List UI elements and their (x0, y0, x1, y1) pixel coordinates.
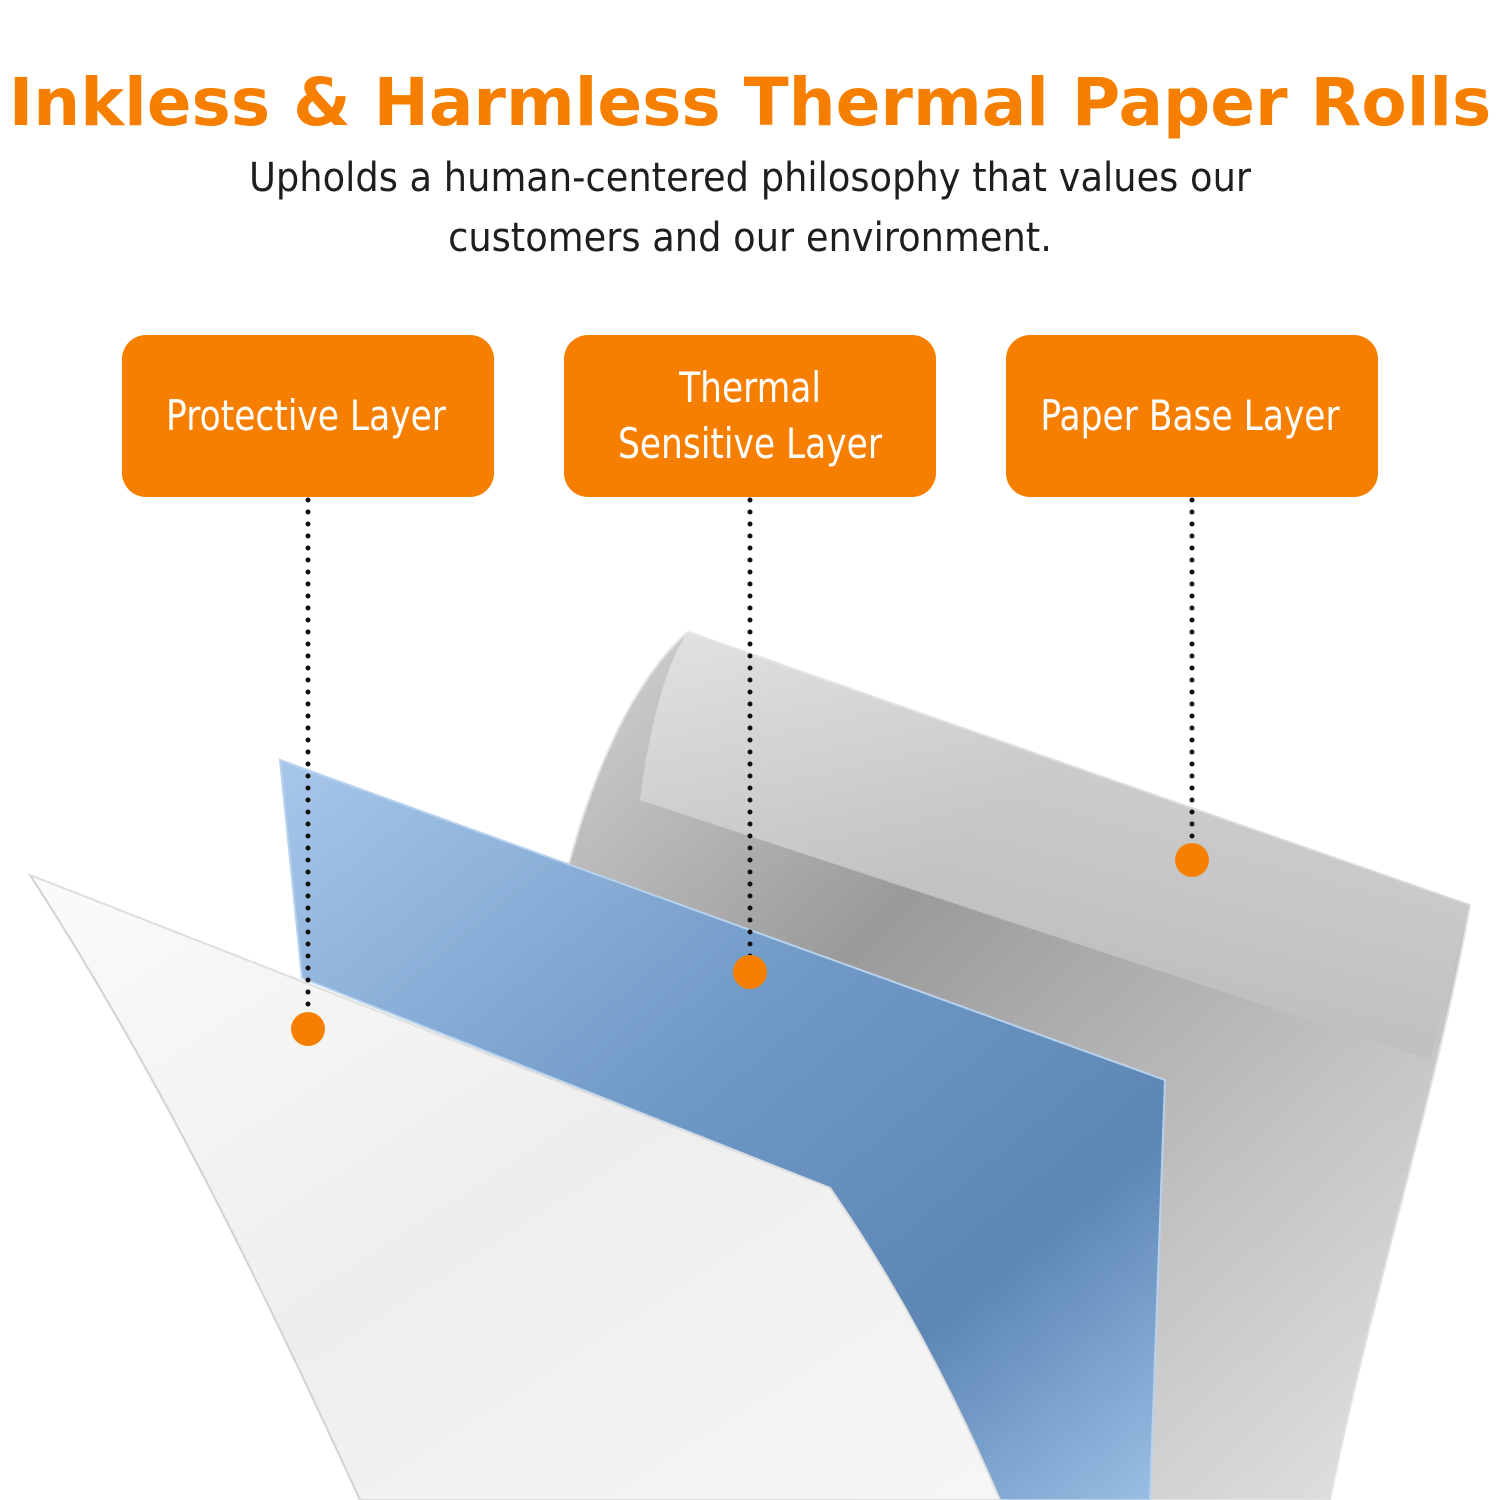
protective-layer-label-box: Protective Layer (122, 335, 494, 497)
protective-layer-edge (29, 874, 361, 1500)
marker-thermal (733, 955, 767, 989)
protective-layer-label: Protective Layer (166, 391, 446, 440)
paper-base-layer-highlight (640, 632, 1470, 1060)
marker-protective (291, 1012, 325, 1046)
page-title: Inkless & Harmless Thermal Paper Rolls (8, 64, 1492, 141)
thermal-sensitive-layer-label: Thermal Sensitive Layer (617, 363, 882, 468)
paper-base-layer-label-box: Paper Base Layer (1006, 335, 1378, 497)
marker-paper-base (1175, 843, 1209, 877)
paper-base-layer-label: Paper Base Layer (1040, 391, 1340, 440)
thermal-sensitive-layer-label-box: Thermal Sensitive Layer (564, 335, 936, 497)
page-subtitle: Upholds a human-centered philosophy that… (248, 155, 1252, 261)
